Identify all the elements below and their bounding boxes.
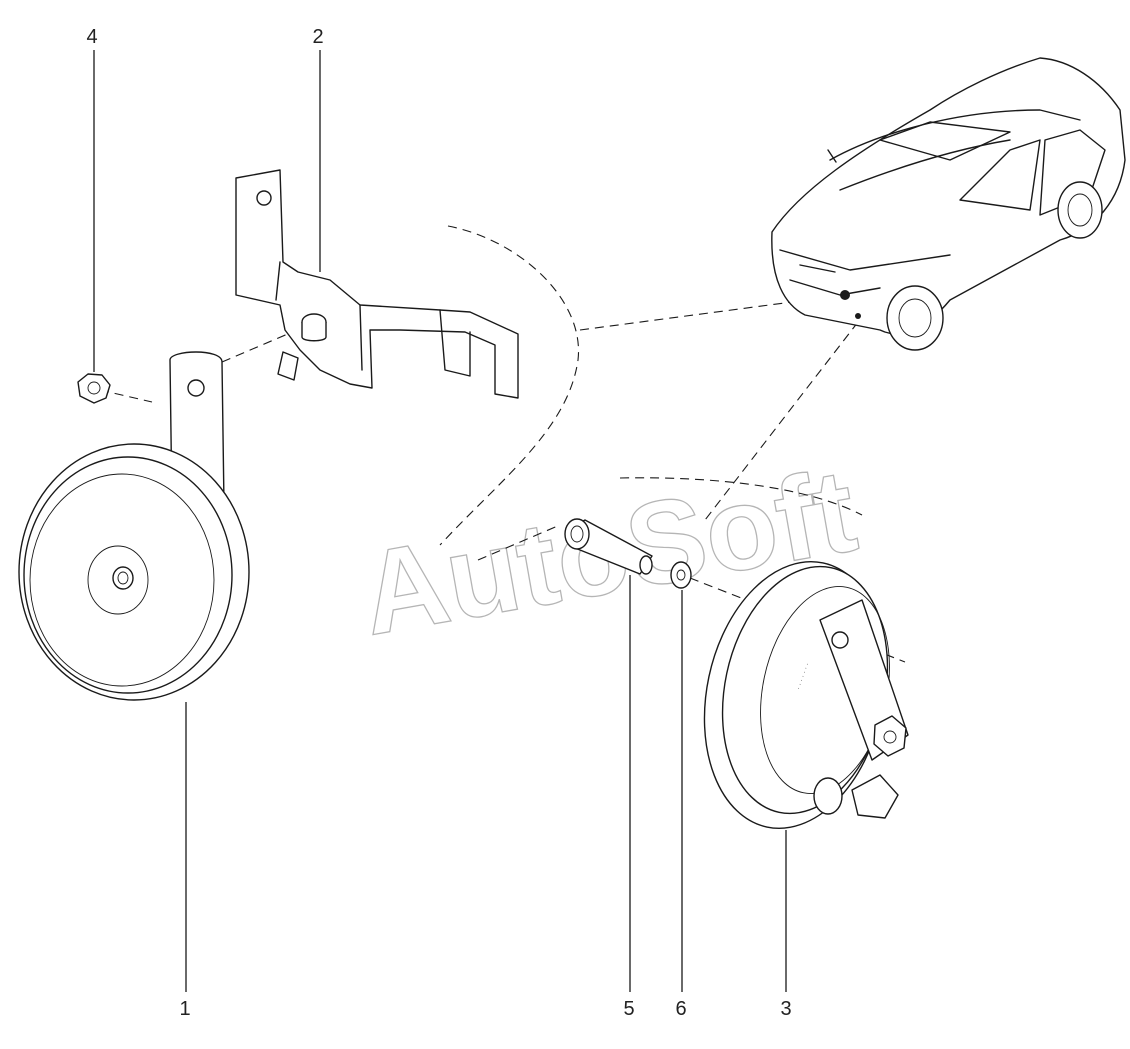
callout-4: 4 (86, 26, 97, 48)
bolt-icon (564, 518, 653, 575)
car-illustration-icon (771, 57, 1126, 351)
assembly-dashed-lines (99, 225, 906, 663)
horn-icon: · · · · · · · (703, 560, 909, 830)
leader-lines (93, 50, 787, 992)
callout-5: 5 (623, 998, 634, 1020)
horn-icon (18, 351, 250, 701)
callout-1: 1 (179, 998, 190, 1020)
nut-icon (77, 373, 111, 404)
bracket-icon (235, 169, 519, 399)
washer-icon (670, 561, 692, 589)
callout-6: 6 (675, 998, 686, 1020)
callout-3: 3 (780, 998, 791, 1020)
callout-2: 2 (312, 26, 323, 48)
